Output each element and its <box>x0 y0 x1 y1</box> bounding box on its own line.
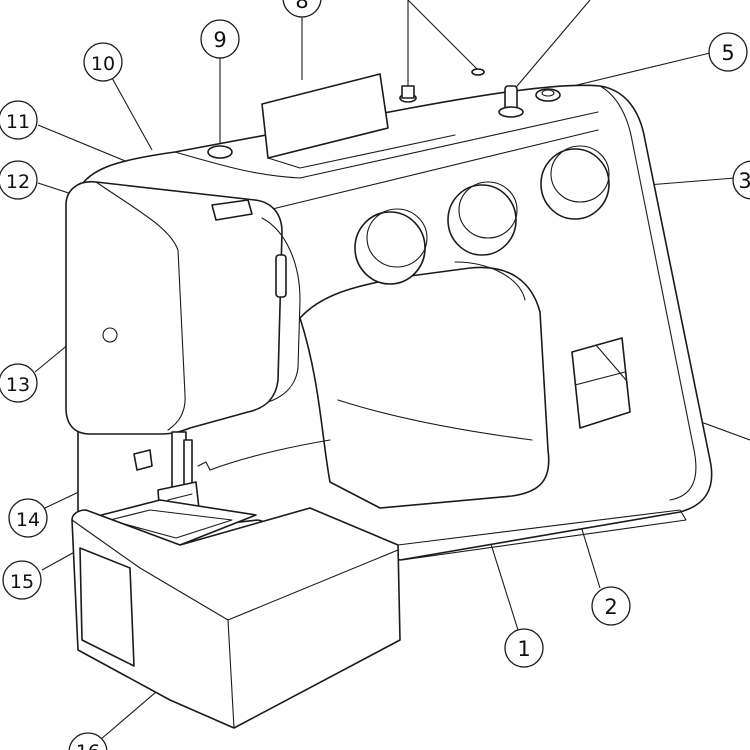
callout-13-label: 13 <box>6 374 30 396</box>
callout-12: 12 <box>0 160 38 200</box>
throat-opening <box>299 266 550 509</box>
needle-plate-inner <box>109 509 233 539</box>
callout-1-label: 1 <box>517 637 530 661</box>
pattern-selector-dial[interactable] <box>540 145 610 220</box>
top-surface-edge <box>174 111 599 179</box>
head-band <box>261 217 301 403</box>
callout-10: 10 <box>83 42 123 82</box>
callout-10-label: 10 <box>91 53 115 75</box>
callout-12-label: 12 <box>6 171 30 193</box>
callout-1: 1 <box>504 628 544 668</box>
throat-inner-curve <box>454 261 526 301</box>
callout-5: 5 <box>708 32 748 72</box>
thread-take-up-lever <box>275 254 287 298</box>
leader-4b <box>407 0 479 71</box>
top-thread-guide <box>207 145 233 159</box>
bobbin-winder-inner <box>541 89 555 97</box>
peg-stem-a <box>401 85 415 99</box>
stitch-chart-lid <box>261 73 389 159</box>
bobbin-winder <box>535 88 561 102</box>
extension-table-front-edge <box>227 619 235 729</box>
base-right-edge <box>397 509 687 561</box>
thread-guide-peg <box>471 68 485 76</box>
extension-table-left-edge <box>71 519 141 569</box>
thread-guide <box>211 199 253 221</box>
callout-16: 16 <box>68 732 108 750</box>
stitch-width-dial[interactable] <box>447 181 518 256</box>
callout-14-label: 14 <box>16 509 40 531</box>
face-plate <box>65 180 301 435</box>
stitch-length-dial[interactable] <box>354 208 428 285</box>
stitch-chart-base <box>267 134 456 169</box>
callout-3: 3 <box>732 160 750 200</box>
thread-guide-wire <box>197 461 211 471</box>
spool-pin-base <box>498 106 524 118</box>
callout-13: 13 <box>0 363 38 403</box>
face-cover <box>65 180 283 435</box>
accessory-door <box>79 547 135 667</box>
callout-14: 14 <box>8 498 48 538</box>
callout-9: 9 <box>200 19 240 59</box>
callout-2-label: 2 <box>604 595 617 619</box>
leader-10 <box>111 77 153 151</box>
callout-2: 2 <box>591 586 631 626</box>
callout-5-label: 5 <box>721 41 734 65</box>
face-screw <box>102 327 118 343</box>
throat-inner-back <box>337 399 533 441</box>
body-back-edge <box>599 85 697 501</box>
reverse-button-panel[interactable] <box>571 337 631 429</box>
callout-8-label: 8 <box>295 0 308 13</box>
bed <box>71 499 687 729</box>
top-fittings <box>207 68 561 169</box>
callout-15-label: 15 <box>10 571 34 593</box>
callout-15: 15 <box>2 560 42 600</box>
leader-6 <box>511 0 591 93</box>
top-front-edge <box>259 129 599 213</box>
callout-11-label: 11 <box>6 111 30 133</box>
presser-bar <box>183 439 193 486</box>
bed-back-edge <box>209 439 331 471</box>
callout-9-label: 9 <box>213 28 226 52</box>
callout-8: 8 <box>282 0 322 18</box>
face-cover-edge <box>95 181 186 431</box>
callout-3-label: 3 <box>738 169 750 193</box>
callout-16-label: 16 <box>76 741 100 750</box>
callout-11: 11 <box>0 100 38 140</box>
needle-clamp <box>133 449 153 471</box>
dials <box>354 145 610 285</box>
